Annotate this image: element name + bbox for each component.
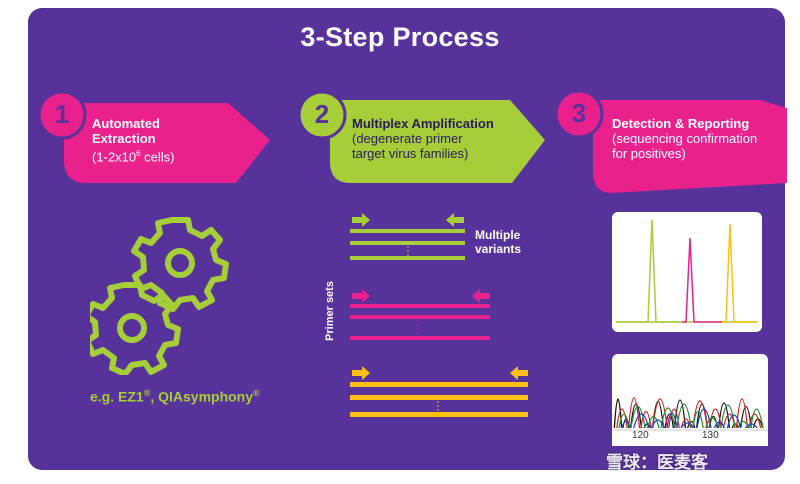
- step-1-line3-sup: 6: [136, 149, 141, 158]
- pink-primer-set: [350, 289, 490, 340]
- step-1-line3-b: cells): [140, 149, 175, 165]
- arrow-left-icon: [446, 213, 464, 227]
- step-1-line3-a: (1-2x10: [92, 149, 137, 165]
- gear-icon: [90, 282, 181, 375]
- gear-icon: [131, 217, 229, 312]
- sequencing-trace-card: 120 130: [612, 354, 768, 446]
- step-3-circle: [554, 89, 604, 139]
- multiple-label-line2: variants: [475, 242, 522, 256]
- tick-130: 130: [702, 430, 719, 441]
- step-2-banner: [330, 100, 545, 183]
- arrow-right-icon: [352, 289, 370, 303]
- primer-sets-label: Primer sets: [323, 281, 336, 341]
- multiple-variants-label: Multiple variants: [475, 228, 521, 256]
- step-2-line1: Multiplex Amplification: [352, 116, 494, 131]
- step-1-circle: [37, 90, 87, 140]
- step-1-line1: Automated: [92, 116, 160, 131]
- step-1-text: Automated Extraction (1-2x106 cells): [92, 116, 174, 164]
- step-3-line3: for positives): [612, 146, 686, 161]
- step-3-banner: [593, 100, 787, 193]
- arrow-right-icon: [352, 366, 370, 380]
- extraction-example: e.g. EZ1®, QIAsymphony®: [90, 388, 260, 405]
- sequencing-trace: [612, 397, 768, 446]
- step-1-banner: [64, 103, 270, 183]
- multiple-label-line1: Multiple: [475, 228, 521, 242]
- step-2-line3: target virus families): [352, 146, 469, 161]
- example-ez1: e.g. EZ1: [90, 388, 144, 405]
- registered-mark: ®: [143, 388, 151, 398]
- yellow-primer-set: [350, 366, 528, 417]
- step-2-number: 2: [314, 99, 330, 129]
- step-banners: [37, 89, 787, 193]
- step-2-circle: [297, 90, 347, 140]
- step-2-line2: (degenerate primer: [352, 131, 463, 146]
- peaks-chart: [616, 219, 758, 323]
- watermark: 雪球：医麦客: [606, 453, 708, 472]
- step-2-text: Multiplex Amplification (degenerate prim…: [352, 116, 494, 161]
- step-3-line1: Detection & Reporting: [612, 116, 750, 131]
- step-1-line3: (1-2x106 cells): [92, 146, 174, 164]
- step-3-number: 3: [571, 98, 587, 128]
- tick-120: 120: [632, 430, 649, 441]
- registered-mark: ®: [253, 388, 260, 398]
- page-title: 3-Step Process: [300, 22, 500, 52]
- step-1-line2: Extraction: [92, 131, 156, 146]
- green-primer-set: [350, 213, 465, 260]
- step-1-number: 1: [54, 99, 70, 129]
- step-3-text: Detection & Reporting (sequencing confir…: [612, 116, 757, 161]
- arrow-left-icon: [472, 289, 490, 303]
- step-3-line2: (sequencing confirmation: [612, 131, 758, 146]
- peaks-chart-card: [612, 212, 762, 332]
- example-qiasymphony: , QIAsymphony: [150, 388, 254, 405]
- amplification-diagram: [350, 213, 528, 417]
- arrow-right-icon: [352, 213, 370, 227]
- arrow-left-icon: [510, 366, 528, 380]
- gears-illustration: [90, 217, 229, 375]
